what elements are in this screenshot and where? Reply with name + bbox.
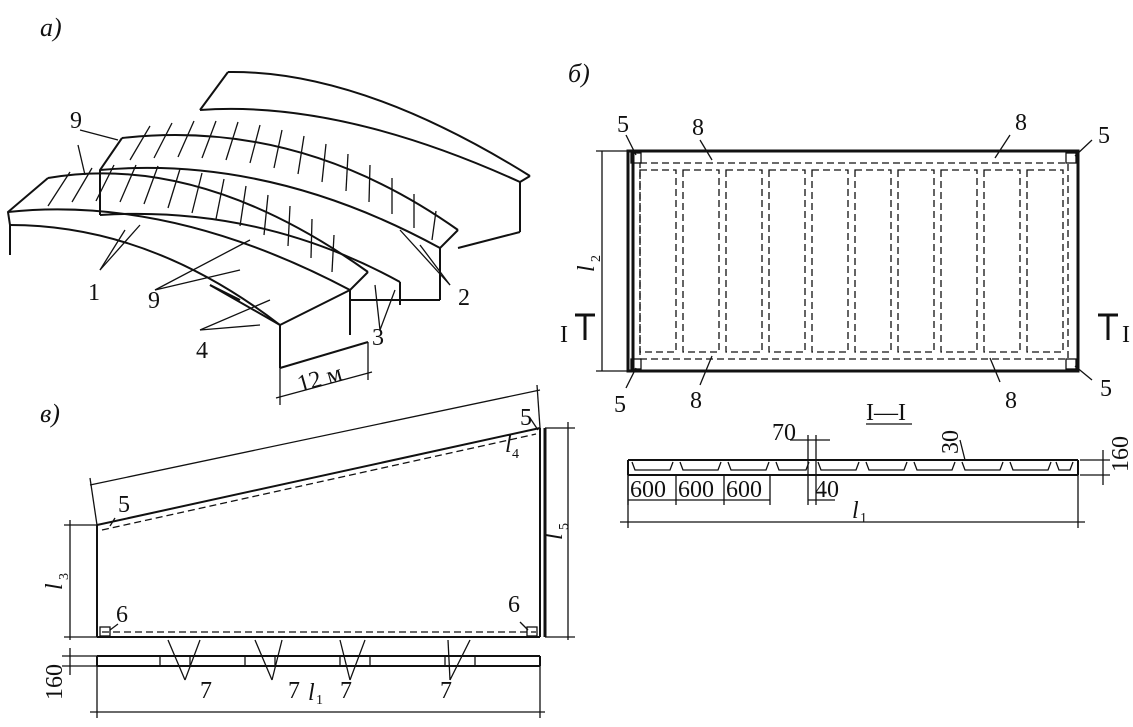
dim-600-1: 600 xyxy=(630,477,666,503)
back-shell-ridge xyxy=(199,107,521,183)
dim-600-2: 600 xyxy=(678,477,714,503)
dim-l1-v-letter: l xyxy=(308,680,315,706)
front-shell-top xyxy=(47,172,369,273)
label-7-b: 7 xyxy=(288,678,300,704)
dimension-l5 xyxy=(545,422,575,640)
panel-b-label: б) xyxy=(568,59,590,88)
rib-cells xyxy=(639,169,1064,353)
dim-l4-sub: 4 xyxy=(512,447,519,462)
panel-a-isometric-view: а) xyxy=(6,13,531,405)
leader-lines-v xyxy=(109,417,539,681)
label-8-tr: 8 xyxy=(1015,110,1027,136)
dimension-l2: l 2 xyxy=(574,150,628,372)
shell-ribs xyxy=(47,120,437,273)
dim-70: 70 xyxy=(772,420,796,446)
dim-600-3: 600 xyxy=(726,477,762,503)
slab-outline xyxy=(626,149,1080,373)
bottom-section xyxy=(96,655,541,667)
label-8-br: 8 xyxy=(1005,388,1017,414)
leader-lines-a xyxy=(77,129,451,331)
dim-l1-v-sub: 1 xyxy=(316,693,323,708)
label-5-left: 5 xyxy=(118,492,130,518)
front-shell-mid xyxy=(7,208,351,291)
middle-shell-mid xyxy=(99,166,441,249)
section-mark-right: I xyxy=(1122,322,1130,348)
support-plate-right xyxy=(526,626,538,637)
back-shell-top-edge xyxy=(227,70,531,177)
label-1: 1 xyxy=(88,280,100,306)
label-5-br: 5 xyxy=(1100,376,1112,402)
middle-shell-bottom xyxy=(99,212,401,283)
front-shell-ends xyxy=(6,177,369,335)
bottom-dimensions xyxy=(62,648,545,718)
section-view xyxy=(627,459,1079,476)
label-7-d: 7 xyxy=(440,678,452,704)
section-dimensions xyxy=(620,435,1110,528)
support-plate-left xyxy=(99,626,111,637)
label-8-tl: 8 xyxy=(692,115,704,141)
section-title: I—I xyxy=(866,400,906,426)
leader-lines-b xyxy=(625,134,1093,389)
inner-rib-outline xyxy=(639,162,1069,360)
label-3: 3 xyxy=(372,325,384,351)
panel-a-label: а) xyxy=(40,13,62,42)
label-9-bottom: 9 xyxy=(148,288,160,314)
back-shell-end-diaphragm xyxy=(457,182,521,249)
dim-30: 30 xyxy=(938,430,964,454)
span-label: 12 м xyxy=(294,360,345,397)
dim-l5-sub: 5 xyxy=(557,523,572,530)
label-7-a: 7 xyxy=(200,678,212,704)
dim-l2-letter: l xyxy=(574,265,600,272)
panel-b-slab-plan: б) l xyxy=(560,59,1133,528)
dim-l5-letter: l xyxy=(542,533,568,540)
dim-l3-letter: l xyxy=(42,583,68,590)
middle-shell-top xyxy=(121,133,459,231)
dim-l4-letter: l xyxy=(505,432,512,458)
label-5-bl: 5 xyxy=(614,392,626,418)
label-4: 4 xyxy=(196,338,208,364)
dim-l2-sub: 2 xyxy=(589,255,604,262)
section-markers: I I xyxy=(560,313,1130,348)
dim-l1-letter: l xyxy=(852,498,859,524)
dimension-l4 xyxy=(89,384,541,526)
front-shell-bottom xyxy=(9,224,281,326)
supporting-frame xyxy=(209,250,441,369)
back-shell-ends xyxy=(199,71,531,183)
label-9-top: 9 xyxy=(70,108,82,134)
dim-40: 40 xyxy=(815,477,839,503)
dim-160-v: 160 xyxy=(42,664,68,700)
label-2: 2 xyxy=(458,285,470,311)
dim-l3-sub: 3 xyxy=(57,573,72,580)
label-5-tl: 5 xyxy=(617,112,629,138)
dim-160-b: 160 xyxy=(1108,436,1133,472)
label-8-bl: 8 xyxy=(690,388,702,414)
section-mark-left: I xyxy=(560,322,568,348)
sloped-rib-dashed xyxy=(101,433,537,531)
corner-plates xyxy=(630,152,1077,370)
panel-v-trapezoid-slab: в) l 4 l 3 xyxy=(40,384,575,718)
label-6-left: 6 xyxy=(116,602,128,628)
label-7-c: 7 xyxy=(340,678,352,704)
dim-l1-sub: 1 xyxy=(860,511,867,526)
trapezoid-outline xyxy=(96,427,541,638)
panel-v-label: в) xyxy=(40,399,60,428)
label-6-right: 6 xyxy=(508,592,520,618)
label-5-right: 5 xyxy=(520,405,532,431)
span-dimension: 12 м xyxy=(275,342,373,405)
dimension-l3 xyxy=(64,520,97,640)
label-5-tr: 5 xyxy=(1098,123,1110,149)
